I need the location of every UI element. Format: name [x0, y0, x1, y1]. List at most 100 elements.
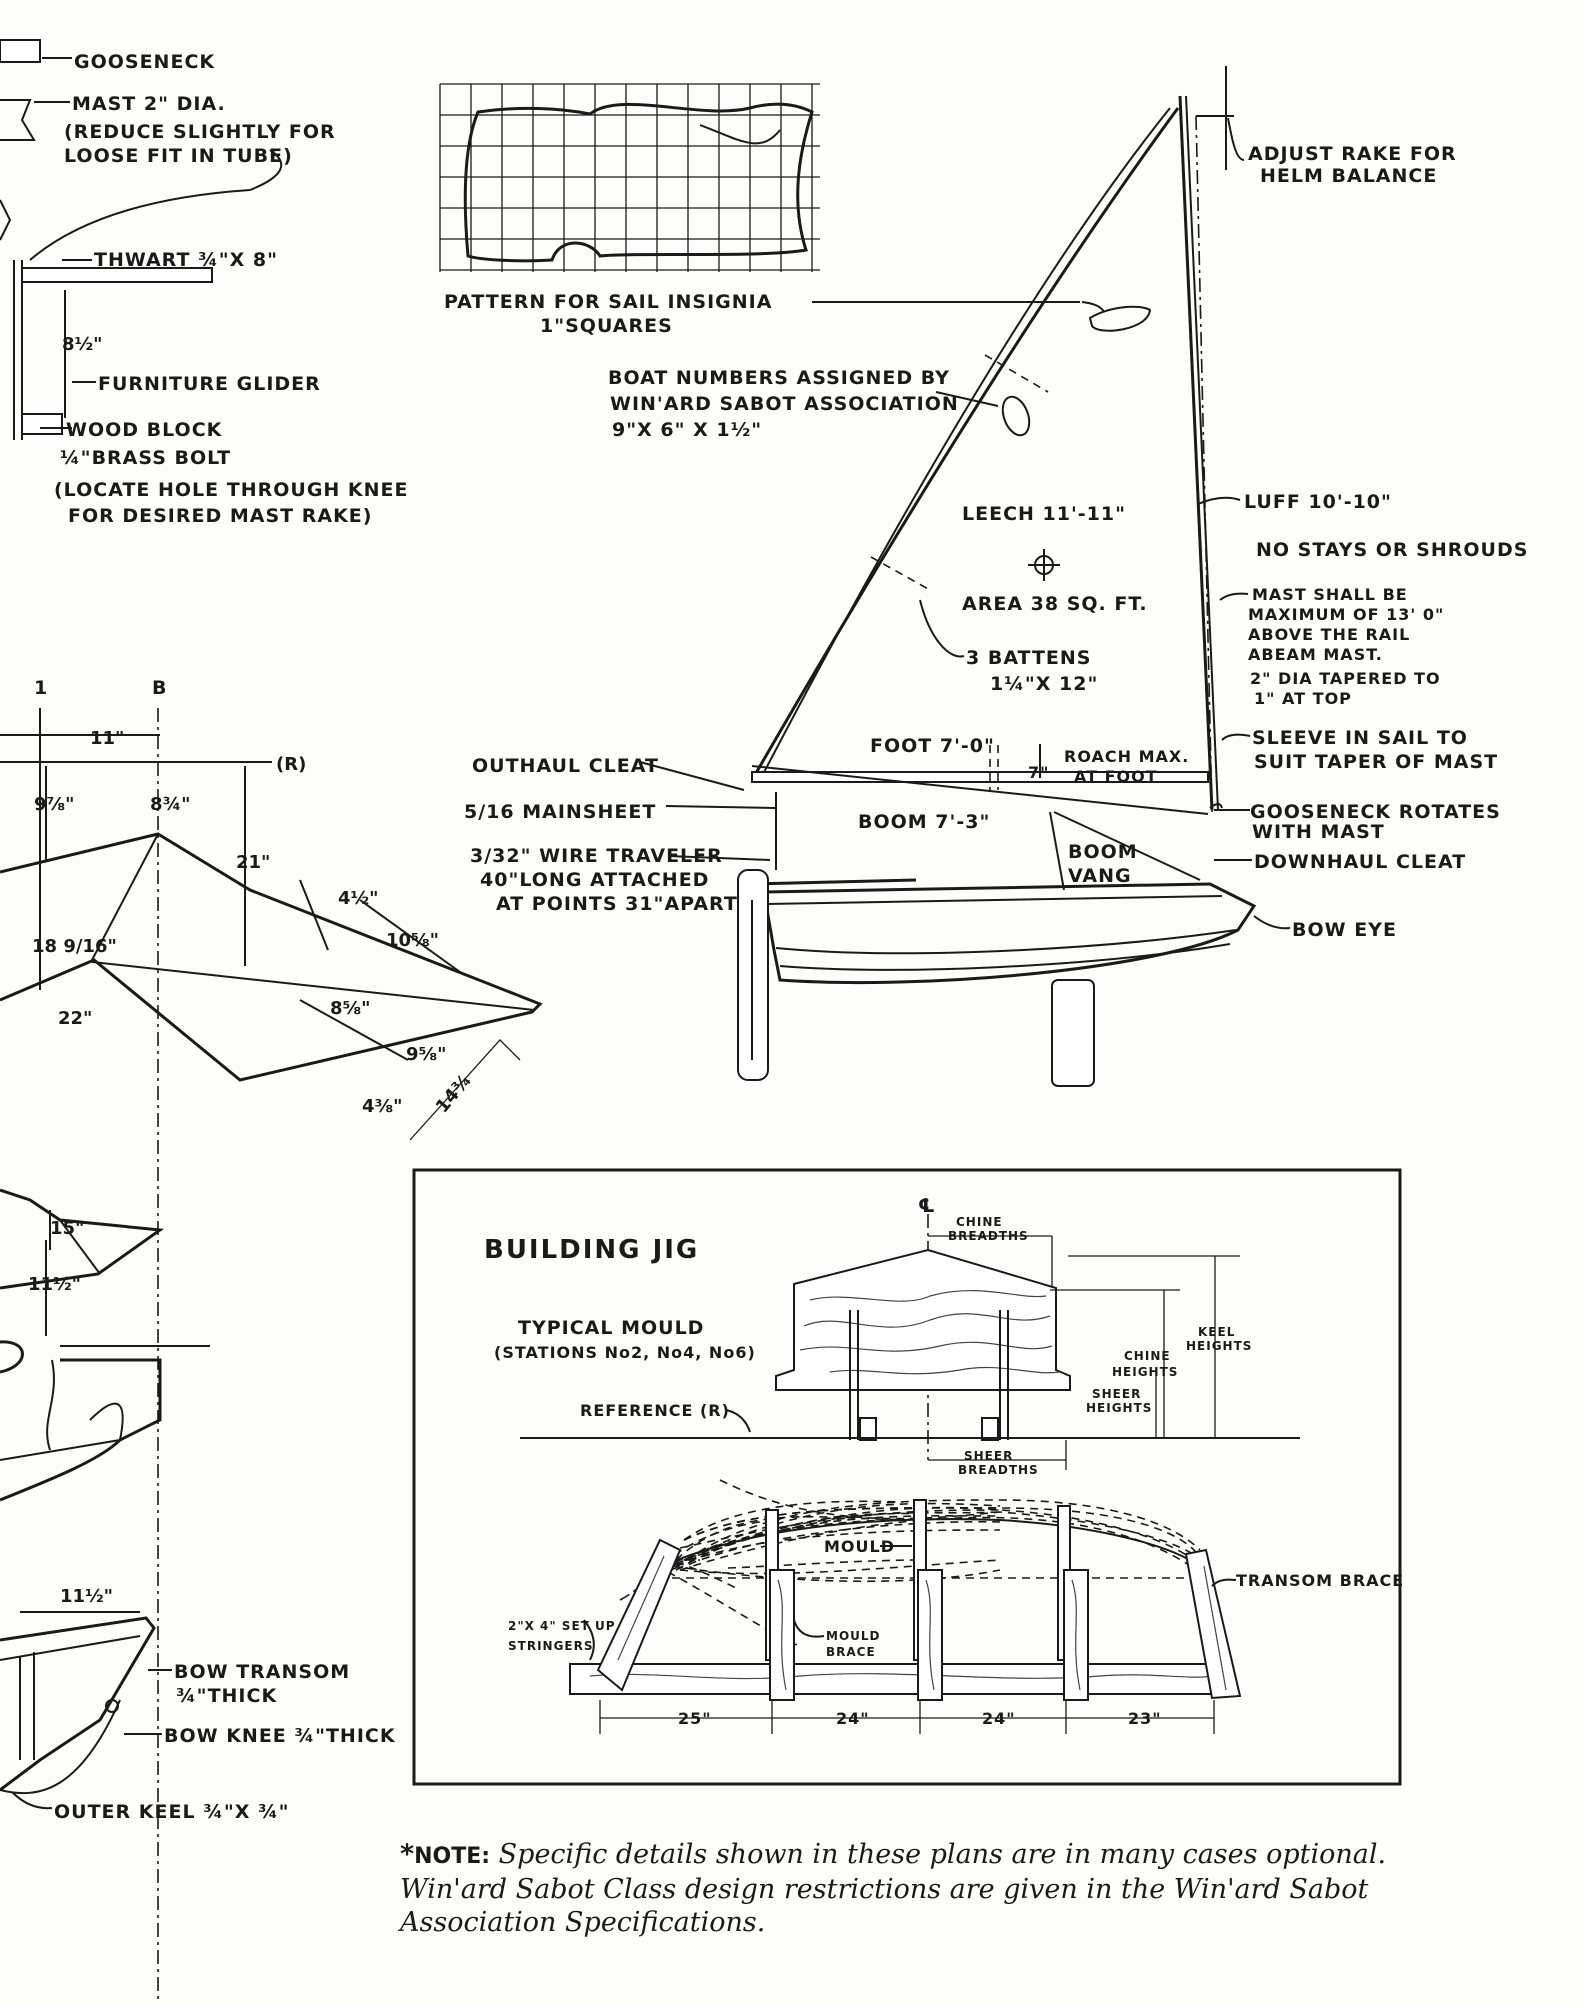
note-star: * — [400, 1839, 415, 1870]
sheer-breadths-label-1: SHEER — [964, 1449, 1013, 1463]
mast-max-label-2: MAXIMUM OF 13' 0" — [1248, 605, 1444, 624]
keel-heights-label-1: KEEL — [1198, 1325, 1235, 1339]
leech-label: LEECH 11'-11" — [962, 503, 1126, 525]
jig-dim-24-b: 24" — [982, 1709, 1016, 1728]
transom-development-view: 1 B 11" (R) 9⅞" 8¾" 21" 18 9/16" 22" 4½"… — [0, 677, 543, 2000]
keel-heights-label-2: HEIGHTS — [1186, 1339, 1252, 1353]
outer-keel-label: OUTER KEEL ¾"X ¾" — [54, 1801, 290, 1823]
bow-transom-thick-label: ¾"THICK — [176, 1685, 277, 1707]
mast-max-label-3: ABOVE THE RAIL — [1248, 625, 1410, 644]
luff-label: LUFF 10'-10" — [1244, 491, 1392, 513]
area-label: AREA 38 SQ. FT. — [962, 593, 1148, 615]
sheer-heights-label-1: SHEER — [1092, 1387, 1141, 1401]
plans-note: *NOTE: Specific details shown in these p… — [400, 1838, 1400, 1939]
chine-heights-label-1: CHINE — [1124, 1349, 1171, 1363]
chine-heights-label-2: HEIGHTS — [1112, 1365, 1178, 1379]
battens-size-label: 1¼"X 12" — [990, 673, 1098, 695]
dim-8-half: 8½" — [62, 334, 103, 355]
sleeve-label: SLEEVE IN SAIL TO — [1252, 727, 1468, 749]
dim-4-3-8: 4⅜" — [362, 1096, 403, 1117]
boom-vang-label-1: BOOM — [1068, 841, 1138, 863]
outhaul-cleat-label: OUTHAUL CLEAT — [472, 755, 659, 777]
gooseneck-label: GOOSENECK — [74, 51, 215, 73]
mainsheet-label: 5/16 MAINSHEET — [464, 801, 656, 823]
stringers-label-1: 2"X 4" SET UP — [508, 1619, 616, 1633]
helm-balance-label: HELM BALANCE — [1260, 165, 1437, 187]
transom-brace-label: TRANSOM BRACE — [1236, 1571, 1404, 1590]
furniture-glider-label: FURNITURE GLIDER — [98, 373, 321, 395]
sail-plan: ADJUST RAKE FOR HELM BALANCE BOAT NUMBER… — [464, 66, 1528, 1087]
bow-detail: 15" 11½" 11½" BOW TRANSOM ¾"THICK BOW KN… — [0, 1188, 396, 1823]
dim-8-5-8: 8⅝" — [330, 998, 371, 1019]
dim-15: 15" — [50, 1218, 84, 1239]
gooseneck-rotates-label: GOOSENECK ROTATES — [1250, 801, 1501, 823]
boom-label: BOOM 7'-3" — [858, 811, 990, 833]
dim-14-3-4: 14¾ — [432, 1070, 476, 1117]
adjust-rake-label: ADJUST RAKE FOR — [1248, 143, 1457, 165]
wood-block-label: WOOD BLOCK — [66, 419, 223, 441]
association-label: WIN'ARD SABOT ASSOCIATION — [610, 393, 959, 415]
traveler-label-2: 40"LONG ATTACHED — [480, 869, 709, 891]
dim-18-9-16: 18 9/16" — [32, 936, 117, 957]
mast-reduce-label: (REDUCE SLIGHTLY FOR — [64, 121, 336, 143]
downhaul-cleat-label: DOWNHAUL CLEAT — [1254, 851, 1466, 873]
dim-9-7-8: 9⅞" — [34, 794, 75, 815]
reference-label: REFERENCE (R) — [580, 1401, 730, 1420]
dim-10-5-8: 10⅝" — [386, 930, 439, 951]
building-jig-panel: BUILDING JIG TYPICAL MOULD (STATIONS No2… — [412, 1168, 1404, 1786]
sheer-heights-label-2: HEIGHTS — [1086, 1401, 1152, 1415]
mast-max-label-4: ABEAM MAST. — [1248, 645, 1383, 664]
with-mast-label: WITH MAST — [1252, 821, 1385, 843]
roach-label-1: ROACH MAX. — [1064, 747, 1189, 766]
dim-22: 22" — [58, 1008, 92, 1029]
mould-brace-label-2: BRACE — [826, 1645, 876, 1659]
building-jig-title: BUILDING JIG — [484, 1235, 699, 1265]
typical-mould-label: TYPICAL MOULD — [518, 1317, 704, 1339]
jig-dim-25: 25" — [678, 1709, 712, 1728]
chine-breadths-label-1: CHINE — [956, 1215, 1003, 1229]
note-text: Specific details shown in these plans ar… — [400, 1839, 1387, 1938]
dim-11-half-b: 11½" — [60, 1586, 113, 1607]
dim-11-half: 11½" — [28, 1274, 81, 1295]
roach-value: 7" — [1028, 763, 1049, 782]
roach-label-2: AT FOOT — [1074, 767, 1158, 786]
jig-dim-23: 23" — [1128, 1709, 1162, 1728]
mast-max-label-1: MAST SHALL BE — [1252, 585, 1408, 604]
mould-brace-label-1: MOULD — [826, 1629, 881, 1643]
sheer-breadths-label-2: BREADTHS — [958, 1463, 1039, 1477]
note-heading: NOTE: — [414, 1844, 491, 1869]
jig-dim-24-a: 24" — [836, 1709, 870, 1728]
dim-11: 11" — [90, 728, 124, 749]
thwart-label: THWART ¾"X 8" — [94, 249, 278, 271]
brass-bolt-label: ¼"BRASS BOLT — [60, 447, 231, 469]
dim-8-3-4: 8¾" — [150, 794, 191, 815]
mast-step-detail: GOOSENECK MAST 2" DIA. (REDUCE SLIGHTLY … — [0, 39, 409, 527]
no-stays-label: NO STAYS OR SHROUDS — [1256, 539, 1528, 561]
pattern-squares-label: 1"SQUARES — [540, 315, 673, 337]
numbers-size-label: 9"X 6" X 1½" — [612, 419, 762, 441]
dim-21: 21" — [236, 852, 270, 873]
foot-label: FOOT 7'-0" — [870, 735, 995, 757]
dim-r-label: (R) — [276, 754, 306, 775]
sleeve-taper-label: SUIT TAPER OF MAST — [1254, 751, 1498, 773]
mast-rake-label: FOR DESIRED MAST RAKE) — [68, 505, 372, 527]
pattern-insignia-label: PATTERN FOR SAIL INSIGNIA — [444, 291, 772, 313]
station-b-label: B — [152, 677, 167, 699]
stations-label: (STATIONS No2, No4, No6) — [494, 1343, 756, 1362]
mould-label: MOULD — [824, 1537, 895, 1556]
dim-9-5-8: 9⅝" — [406, 1044, 447, 1065]
sail-insignia-pattern: PATTERN FOR SAIL INSIGNIA 1"SQUARES — [439, 83, 1152, 337]
bow-knee-label: BOW KNEE ¾"THICK — [164, 1725, 396, 1747]
bow-transom-label: BOW TRANSOM — [174, 1661, 350, 1683]
traveler-label-1: 3/32" WIRE TRAVELER — [470, 845, 723, 867]
locate-hole-label: (LOCATE HOLE THROUGH KNEE — [54, 479, 409, 501]
traveler-label-3: AT POINTS 31"APART — [496, 893, 738, 915]
mast-max-label-6: 1" AT TOP — [1254, 689, 1352, 708]
boat-numbers-label: BOAT NUMBERS ASSIGNED BY — [608, 367, 950, 389]
stringers-label-2: STRINGERS — [508, 1639, 594, 1653]
mast-max-label-5: 2" DIA TAPERED TO — [1250, 669, 1441, 688]
bow-eye-label: BOW EYE — [1292, 919, 1397, 941]
mast-dia-label: MAST 2" DIA. — [72, 93, 226, 115]
boom-vang-label-2: VANG — [1068, 865, 1132, 887]
